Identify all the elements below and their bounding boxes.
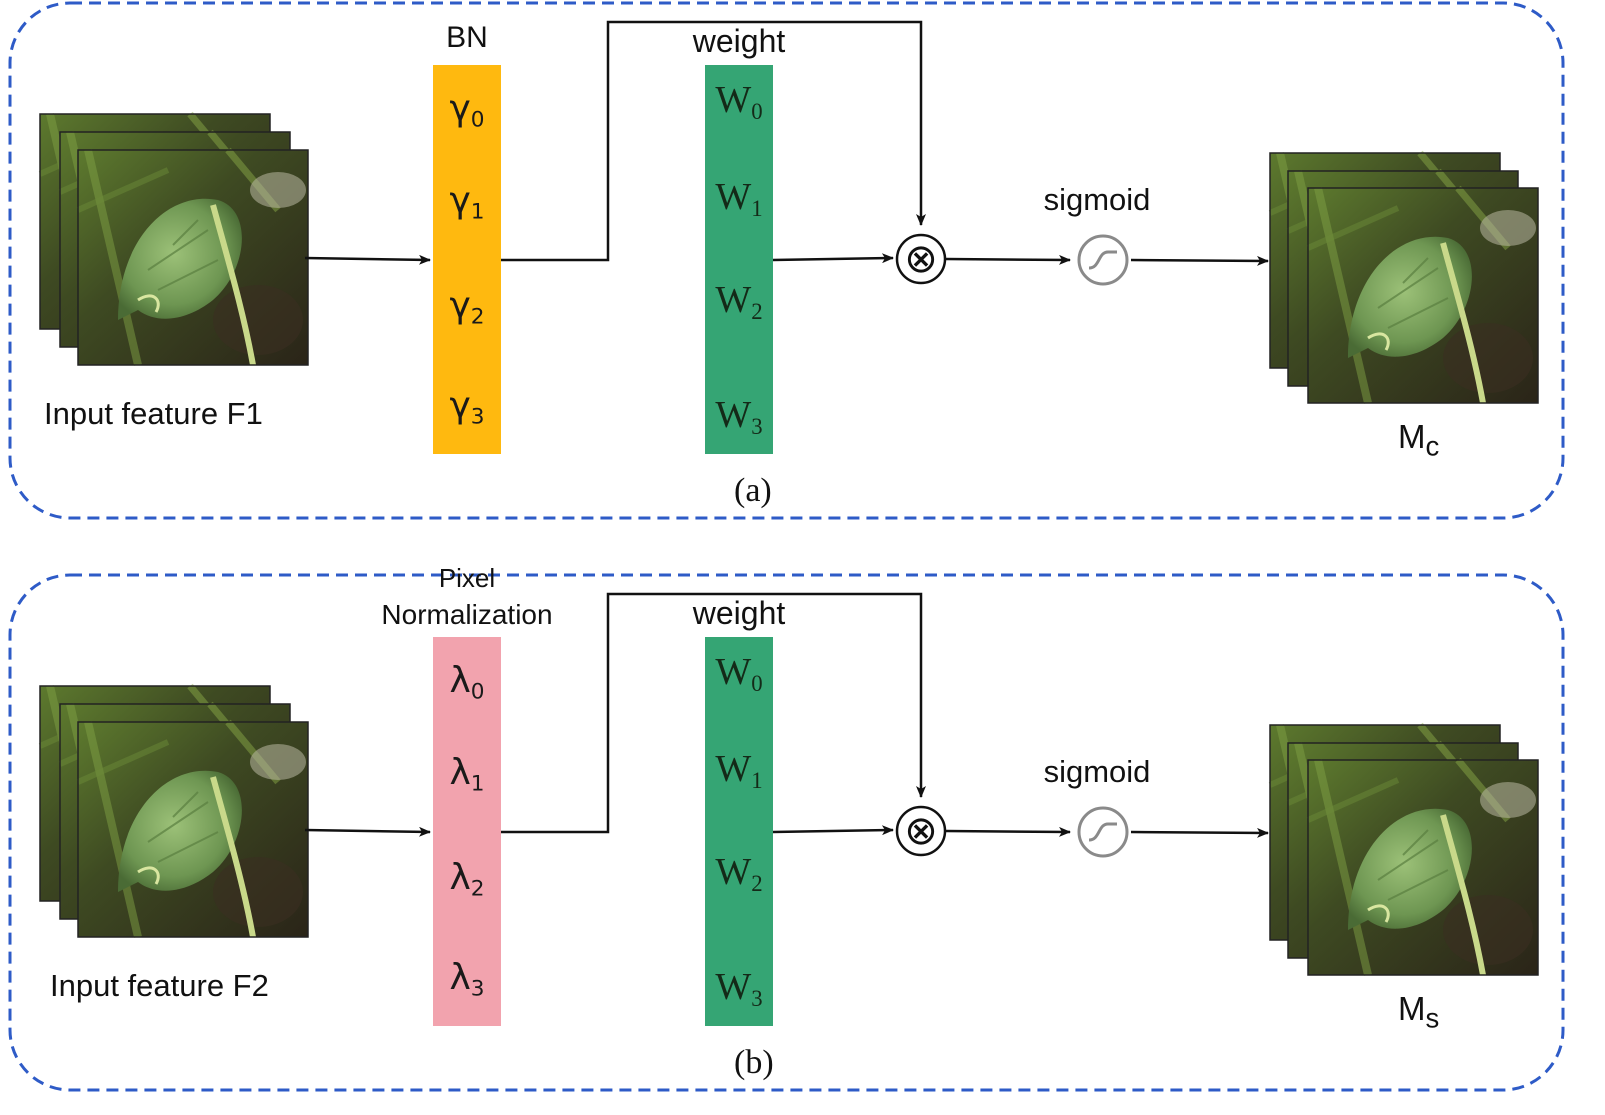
arrow-input-to-norm-b [304,826,431,837]
norm-symbol-b-1-base: λ [449,752,471,793]
norm-symbol-a-3-subscript: 3 [470,404,485,430]
output-label-a-subscript: c [1425,430,1440,462]
output-label-a-base: M [1398,418,1426,455]
input-feature-label-a: Input feature F1 [44,396,263,431]
arrow-multiply-to-sigmoid-b [945,826,1071,837]
sigmoid-node-a [1077,234,1129,286]
norm-symbol-a-0-subscript: 0 [470,107,485,133]
weight-symbol-b-3-subscript: 3 [751,985,763,1011]
sigmoid-node-b [1077,806,1129,858]
sigmoid-label-b: sigmoid [1043,754,1151,789]
weight-symbol-a-2-base: W [715,279,752,321]
arrow-multiply-to-sigmoid-a [945,254,1071,265]
weight-symbol-b-0: W0 [704,650,774,697]
weight-symbol-b-3: W3 [704,965,774,1012]
input-feature-map-a-2 [78,150,308,365]
norm-symbol-a-2-base: γ [449,285,471,326]
weight-bar-a [705,65,773,454]
weight-symbol-b-2-subscript: 2 [751,870,763,896]
input-feature-label-b: Input feature F2 [50,968,269,1003]
output-label-a: Mc [1398,418,1439,463]
weight-symbol-a-0-subscript: 0 [751,98,763,124]
weight-symbol-b-1-subscript: 1 [751,767,763,793]
weight-symbol-a-3-base: W [715,394,752,436]
weight-symbol-b-3-base: W [715,966,752,1008]
norm-symbol-b-3: λ3 [437,957,497,1001]
arrow-sigmoid-to-output-b [1130,827,1269,838]
norm-label-a: BN [446,21,488,54]
weight-symbol-b-2: W2 [704,850,774,897]
multiply-symbol-b: ⊗ [904,808,938,854]
norm-symbol-b-3-base: λ [449,957,471,998]
weight-symbol-b-1: W1 [704,747,774,794]
arrow-norm-path-a [501,20,926,262]
norm-symbol-a-2: γ2 [437,285,497,329]
sigmoid-curve-icon-a [1088,250,1117,270]
norm-label-line1-b: Pixel [438,563,496,593]
panel-caption-b: (b) [734,1044,774,1081]
sigmoid-curve-icon-b [1088,822,1117,842]
weight-symbol-a-0-base: W [715,79,752,121]
weight-label-a: weight [692,23,786,59]
norm-symbol-a-1-base: γ [449,180,471,221]
norm-symbol-a-1-subscript: 1 [470,199,485,225]
norm-symbol-a-2-subscript: 2 [470,304,485,330]
output-label-b: Ms [1398,990,1439,1035]
norm-symbol-a-0-base: γ [449,88,471,129]
norm-bar-a [433,65,501,454]
weight-symbol-a-1-base: W [715,176,752,218]
norm-bar-b [433,637,501,1026]
weight-symbol-a-0: W0 [704,78,774,125]
weight-label-b: weight [692,595,786,631]
arrow-sigmoid-to-output-a [1130,255,1269,266]
output-feature-map-b-2 [1308,760,1538,975]
norm-symbol-b-0: λ0 [437,660,497,704]
norm-symbol-b-2: λ2 [437,857,497,901]
arrow-weight-to-multiply-a [772,253,894,264]
output-label-b-base: M [1398,990,1426,1027]
norm-symbol-b-1: λ1 [437,752,497,796]
weight-symbol-b-0-base: W [715,651,752,693]
weight-symbol-b-1-base: W [715,748,752,790]
norm-label-line2-b: Normalization [381,599,553,630]
sigmoid-label-a: sigmoid [1043,182,1151,217]
output-feature-map-a-2 [1308,188,1538,403]
norm-symbol-a-3: γ3 [437,385,497,429]
norm-symbol-b-0-base: λ [449,660,471,701]
arrow-input-to-norm-a [304,254,431,265]
input-feature-map-b-2 [78,722,308,937]
weight-symbol-a-1: W1 [704,175,774,222]
output-label-b-subscript: s [1425,1002,1440,1034]
panel-caption-a: (a) [734,472,772,509]
norm-symbol-b-2-base: λ [449,857,471,898]
multiply-symbol-a: ⊗ [904,236,938,282]
norm-symbol-b-2-subscript: 2 [470,876,485,902]
weight-symbol-a-3-subscript: 3 [751,413,763,439]
arrow-norm-path-b [501,592,926,834]
weight-symbol-b-2-base: W [715,851,752,893]
norm-symbol-a-3-base: γ [449,385,471,426]
multiply-node-b [895,805,947,857]
weight-symbol-a-2-subscript: 2 [751,298,763,324]
weight-bar-b [705,637,773,1026]
norm-symbol-b-0-subscript: 0 [470,679,485,705]
norm-symbol-b-3-subscript: 3 [470,976,485,1002]
weight-symbol-a-2: W2 [704,278,774,325]
multiply-node-a [895,233,947,285]
weight-symbol-b-0-subscript: 0 [751,670,763,696]
norm-symbol-a-1: γ1 [437,180,497,224]
norm-symbol-a-0: γ0 [437,88,497,132]
norm-symbol-b-1-subscript: 1 [470,771,485,797]
weight-symbol-a-3: W3 [704,393,774,440]
weight-symbol-a-1-subscript: 1 [751,195,763,221]
arrow-weight-to-multiply-b [772,825,894,836]
